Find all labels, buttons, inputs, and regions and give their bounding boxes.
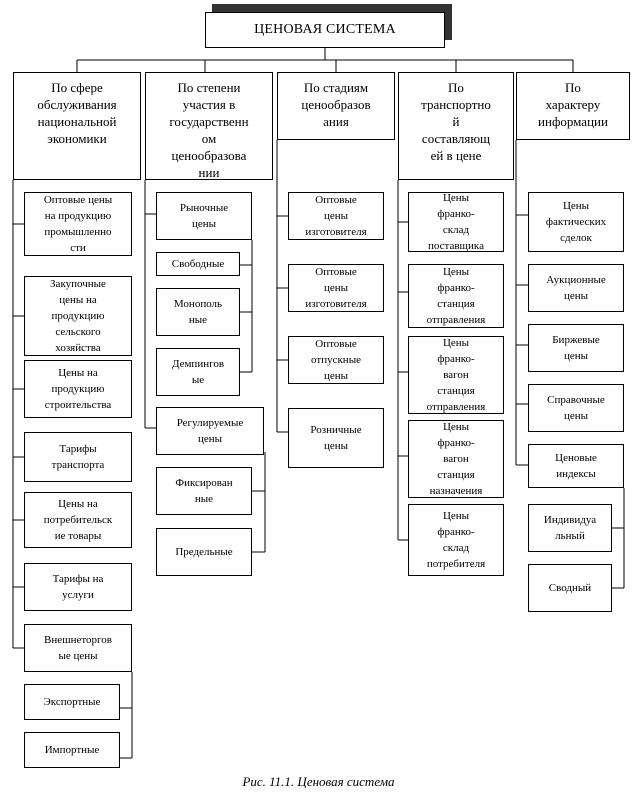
col5-item-reference: Справочные цены <box>528 384 624 432</box>
header-by-economy-sector: По сфере обслуживания национальной эконо… <box>13 72 141 180</box>
col5-item-auction: Аукционные цены <box>528 264 624 312</box>
col1-item-wholesale-industry: Оптовые цены на продукцию промышленно ст… <box>24 192 132 256</box>
col1-item-transport-tariffs: Тарифы транспорта <box>24 432 132 482</box>
col2-item-regulated-prices: Регулируемые цены <box>156 407 264 455</box>
col1-item-consumer-goods: Цены на потребительск ие товары <box>24 492 132 548</box>
col5-spine <box>515 140 625 589</box>
col3-item-manufacturer-wholesale-2: Оптовые цены изготовителя <box>288 264 384 312</box>
col5-item-actual-deals: Цены фактических сделок <box>528 192 624 252</box>
col2-spine <box>144 180 266 553</box>
header-by-information-type: По характеру информации <box>516 72 630 140</box>
col1-subitem-export: Экспортные <box>24 684 120 720</box>
col1-item-construction: Цены на продукцию строительства <box>24 360 132 418</box>
col4-item-fca-consumer-warehouse: Цены франко- склад потребителя <box>408 504 504 576</box>
header-by-transport-component: По транспортно й составляющ ей в цене <box>398 72 514 180</box>
col1-item-foreign-trade: Внешнеторгов ые цены <box>24 624 132 672</box>
col2-item-market-prices: Рыночные цены <box>156 192 252 240</box>
col4-item-fca-supplier-warehouse: Цены франко- склад поставщика <box>408 192 504 252</box>
col1-item-service-tariffs: Тарифы на услуги <box>24 563 132 611</box>
col1-item-agri-purchase: Закупочные цены на продукцию сельского х… <box>24 276 132 356</box>
col4-item-fca-departure-station: Цены франко- станция отправления <box>408 264 504 328</box>
col2-subitem-fixed: Фиксирован ные <box>156 467 252 515</box>
col3-spine <box>276 140 288 433</box>
col2-subitem-free: Свободные <box>156 252 240 276</box>
col5-item-exchange: Биржевые цены <box>528 324 624 372</box>
col1-subitem-import: Импортные <box>24 732 120 768</box>
col4-item-fca-wagon-destination: Цены франко- вагон станция назначения <box>408 420 504 498</box>
diagram-title: ЦЕНОВАЯ СИСТЕМА <box>205 12 445 48</box>
figure-caption: Рис. 11.1. Ценовая система <box>242 774 395 789</box>
header-by-pricing-stage: По стадиям ценообразов ания <box>277 72 395 140</box>
col4-spine <box>397 180 408 541</box>
col3-item-retail: Розничные цены <box>288 408 384 468</box>
header-by-state-participation: По степени участия в государственн ом це… <box>145 72 273 180</box>
col3-item-manufacturer-wholesale-1: Оптовые цены изготовителя <box>288 192 384 240</box>
col4-item-fca-wagon-departure: Цены франко- вагон станция отправления <box>408 336 504 414</box>
col5-subitem-individual: Индивидуа льный <box>528 504 612 552</box>
col1-spine <box>12 180 133 759</box>
col3-item-wholesale-release: Оптовые отпускные цены <box>288 336 384 384</box>
col2-subitem-monopoly: Монополь ные <box>156 288 240 336</box>
col5-subitem-composite: Сводный <box>528 564 612 612</box>
col2-subitem-dumping: Демпингов ые <box>156 348 240 396</box>
col5-item-price-indices: Ценовые индексы <box>528 444 624 488</box>
col2-subitem-limit: Предельные <box>156 528 252 576</box>
